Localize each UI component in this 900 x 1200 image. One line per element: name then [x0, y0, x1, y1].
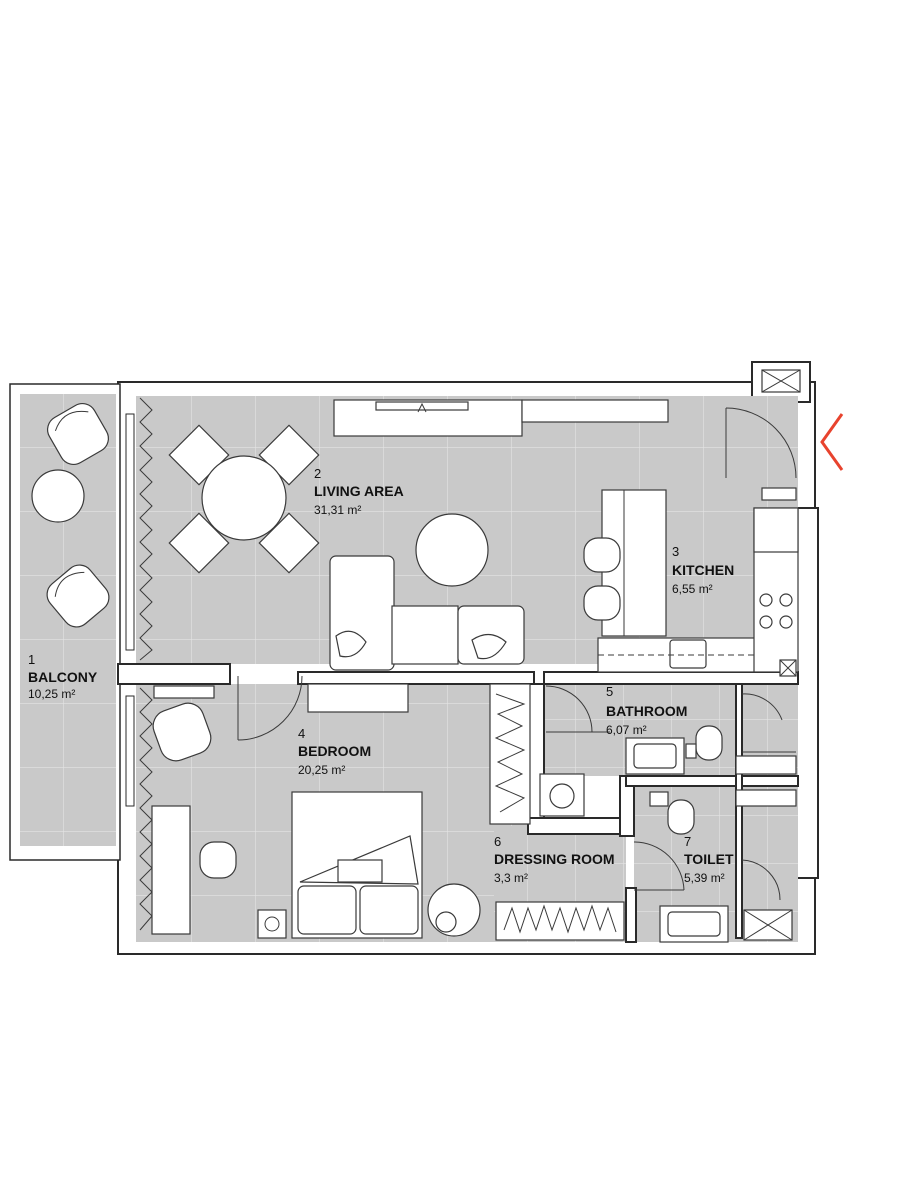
sofa	[329, 555, 525, 671]
dressing-door	[545, 685, 685, 891]
svg-text:4: 4	[298, 726, 305, 741]
curtain-bedroom	[125, 687, 153, 931]
toilet-fixtures	[649, 659, 797, 943]
svg-text:BATHROOM: BATHROOM	[606, 703, 687, 719]
svg-text:5: 5	[606, 684, 613, 699]
svg-text:BALCONY: BALCONY	[28, 669, 98, 685]
svg-text:LIVING AREA: LIVING AREA	[314, 483, 404, 499]
nightstand	[257, 883, 481, 939]
kitchen-island	[583, 489, 667, 637]
svg-text:TOILET: TOILET	[684, 851, 734, 867]
svg-text:BEDROOM: BEDROOM	[298, 743, 371, 759]
dining-table-set	[168, 424, 320, 574]
bedroom-door	[237, 675, 303, 741]
washing-machine	[539, 773, 585, 817]
wardrobe	[489, 683, 625, 941]
room-label-bathroom: 5 BATHROOM 6,07 m²	[606, 684, 687, 737]
svg-text:10,25 m²: 10,25 m²	[28, 687, 75, 701]
balcony-chair	[46, 564, 110, 628]
room-label-toilet: 7 TOILET 5,39 m²	[684, 834, 734, 885]
desk	[151, 805, 237, 935]
bed	[291, 791, 423, 939]
svg-text:20,25 m²: 20,25 m²	[298, 763, 345, 777]
room-label-dressing-room: 6 DRESSING ROOM 3,3 m²	[494, 834, 615, 885]
bedroom-shelf	[153, 683, 409, 713]
svg-text:2: 2	[314, 466, 321, 481]
svg-text:3,3 m²: 3,3 m²	[494, 871, 528, 885]
svg-text:6,55 m²: 6,55 m²	[672, 582, 713, 596]
entrance-door	[725, 369, 801, 501]
bathroom-fixtures	[625, 693, 797, 775]
svg-text:7: 7	[684, 834, 691, 849]
svg-text:KITCHEN: KITCHEN	[672, 562, 734, 578]
room-label-bedroom: 4 BEDROOM 20,25 m²	[298, 726, 371, 777]
svg-text:6: 6	[494, 834, 501, 849]
svg-text:3: 3	[672, 544, 679, 559]
balcony-table	[31, 469, 85, 523]
svg-text:1: 1	[28, 652, 35, 667]
entrance-chevron-icon	[820, 413, 844, 471]
svg-text:6,07 m²: 6,07 m²	[606, 723, 647, 737]
room-label-living-area: 2 LIVING AREA 31,31 m²	[314, 466, 404, 517]
balcony-chair	[47, 403, 109, 465]
room-label-balcony: 1 BALCONY 10,25 m²	[28, 652, 98, 701]
svg-text:5,39 m²: 5,39 m²	[684, 871, 725, 885]
room-label-kitchen: 3 KITCHEN 6,55 m²	[672, 544, 734, 596]
armchair	[152, 702, 212, 762]
curtain-living	[125, 397, 153, 661]
kitchen-counter	[597, 507, 799, 673]
tv-unit	[333, 399, 669, 437]
coffee-table	[415, 513, 489, 587]
svg-text:DRESSING ROOM: DRESSING ROOM	[494, 851, 615, 867]
svg-text:31,31 m²: 31,31 m²	[314, 503, 361, 517]
